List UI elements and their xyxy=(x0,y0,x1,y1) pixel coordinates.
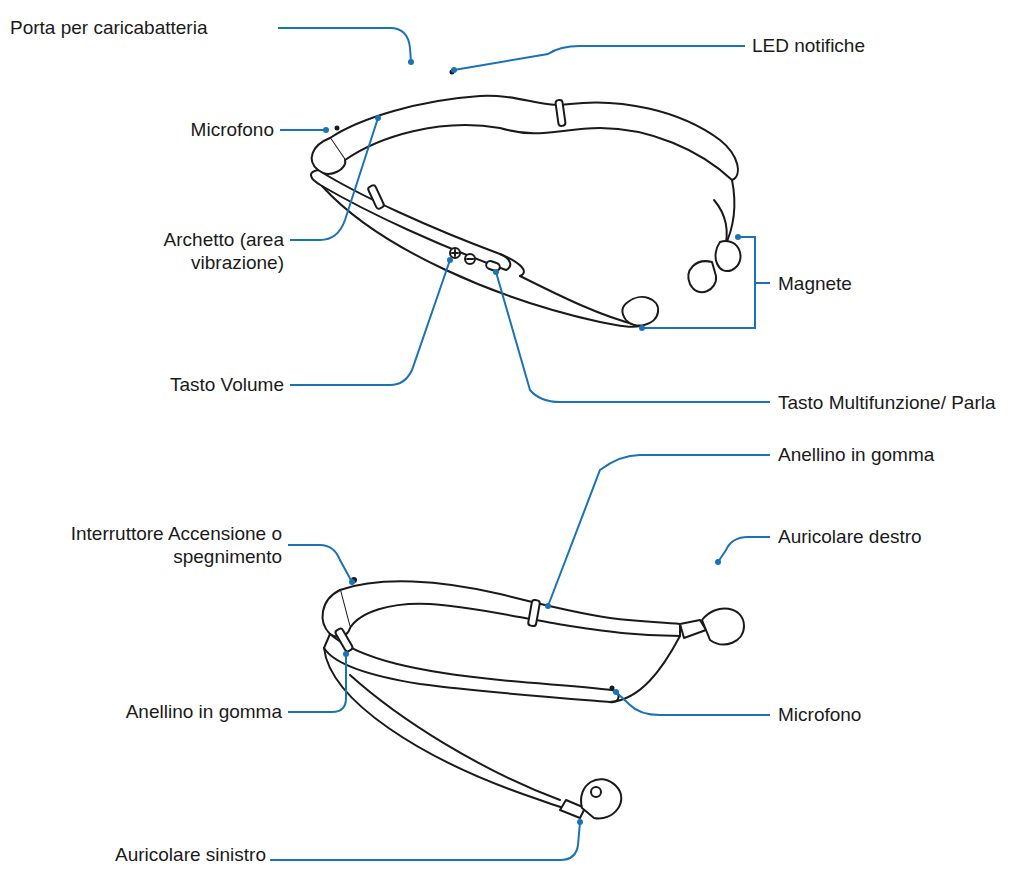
part-label: Tasto Multifunzione/ Parla xyxy=(778,391,998,414)
part-label: LED notifiche xyxy=(752,34,1002,57)
part-label: Magnete xyxy=(778,272,998,295)
part-label: Archetto (area vibrazione) xyxy=(100,228,284,274)
part-label: Auricolare destro xyxy=(778,525,1008,548)
part-label: Microfono xyxy=(10,118,274,141)
part-label: Tasto Volume xyxy=(40,373,284,396)
part-label: Anellino in gomma xyxy=(10,700,282,723)
part-label: Porta per caricabatteria xyxy=(10,16,272,39)
part-label: Auricolare sinistro xyxy=(10,843,266,866)
part-label: Microfono xyxy=(778,703,998,726)
part-label: Anellino in gomma xyxy=(778,443,1008,466)
part-label: Interruttore Accensione o spegnimento xyxy=(10,522,282,568)
